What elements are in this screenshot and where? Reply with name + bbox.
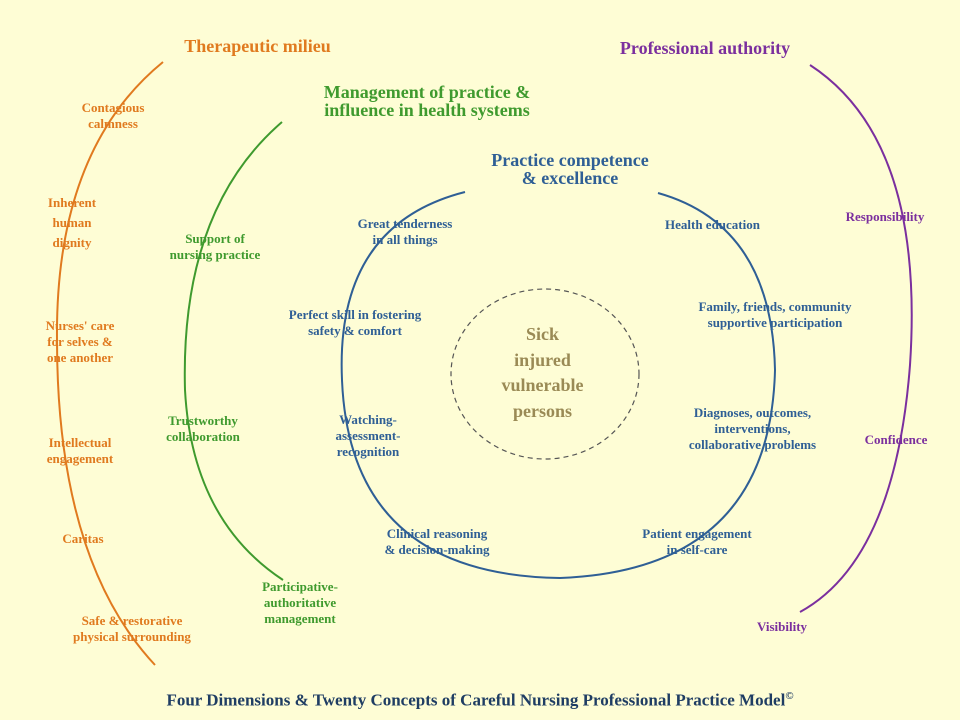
management-title: Management of practice & influence in he… bbox=[323, 82, 531, 120]
management-arc bbox=[183, 121, 284, 581]
concept-trustworthy-collaboration: Trustworthy collaboration bbox=[166, 413, 240, 444]
concept-great-tenderness: Great tenderness in all things bbox=[357, 216, 453, 247]
concept-visibility: Visibility bbox=[756, 619, 808, 634]
practice-competence-title: Practice competence & excellence bbox=[491, 150, 649, 188]
copyright-mark: © bbox=[785, 690, 794, 702]
concept-health-education: Health education bbox=[665, 217, 760, 232]
concept-caritas: Caritas bbox=[62, 531, 104, 546]
concept-family-friends-community: Family, friends, community supportive pa… bbox=[698, 299, 852, 330]
concept-nurses-care: Nurses' care for selves & one another bbox=[45, 318, 115, 365]
center-label: Sick injured vulnerable persons bbox=[501, 324, 584, 421]
footer-caption: Four Dimensions & Twenty Concepts of Car… bbox=[40, 686, 920, 711]
footer-text: Four Dimensions & Twenty Concepts of Car… bbox=[166, 690, 786, 710]
practice-competence-arc bbox=[340, 191, 777, 580]
center-circle bbox=[450, 288, 640, 460]
concept-clinical-reasoning: Clinical reasoning & decision-making bbox=[384, 526, 490, 557]
professional-authority-arc bbox=[799, 64, 913, 613]
concept-diagnoses-outcomes: Diagnoses, outcomes, interventions, coll… bbox=[688, 405, 817, 452]
concept-responsibility: Responsibility bbox=[845, 209, 925, 224]
concept-intellectual-engagement: Intellectual engagement bbox=[46, 435, 114, 466]
concept-confidence: Confidence bbox=[864, 432, 928, 447]
concept-patient-engagement: Patient engagement in self-care bbox=[642, 526, 752, 557]
concept-inherent-human-dignity: Inherent human dignity bbox=[47, 195, 97, 250]
concept-perfect-skill: Perfect skill in fostering safety & comf… bbox=[288, 307, 422, 338]
therapeutic-milieu-arc bbox=[55, 61, 164, 666]
concept-safe-restorative-surrounding: Safe & restorative physical surrounding bbox=[73, 613, 191, 644]
concept-watching-assessment: Watching- assessment- recognition bbox=[335, 412, 401, 459]
therapeutic-milieu-title: Therapeutic milieu bbox=[184, 36, 331, 56]
concept-participative-authoritative-management: Participative- authoritative management bbox=[262, 579, 338, 626]
concept-support-nursing-practice: Support of nursing practice bbox=[169, 231, 261, 262]
concept-contagious-calmness: Contagious calmness bbox=[81, 100, 145, 131]
professional-authority-title: Professional authority bbox=[619, 38, 791, 58]
